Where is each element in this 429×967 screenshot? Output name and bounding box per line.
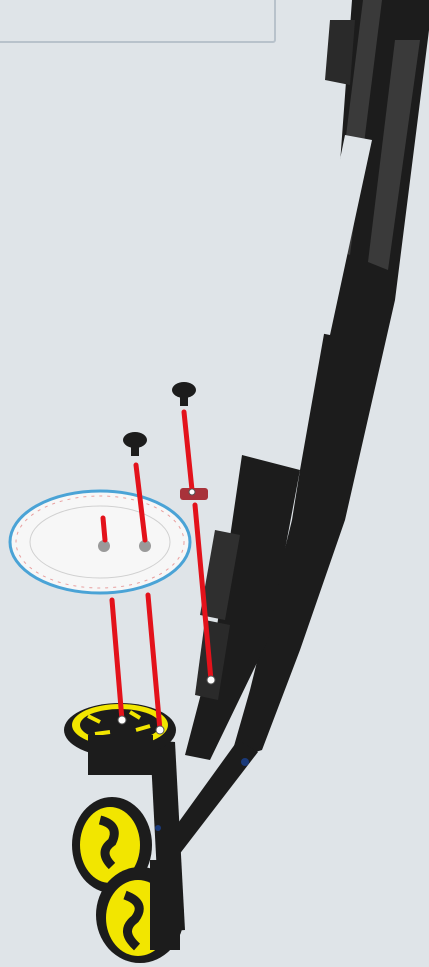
black-axle-pin-icon — [123, 432, 147, 456]
turntable-gear-icon — [10, 491, 190, 593]
black-axle-pin-icon — [172, 382, 196, 406]
